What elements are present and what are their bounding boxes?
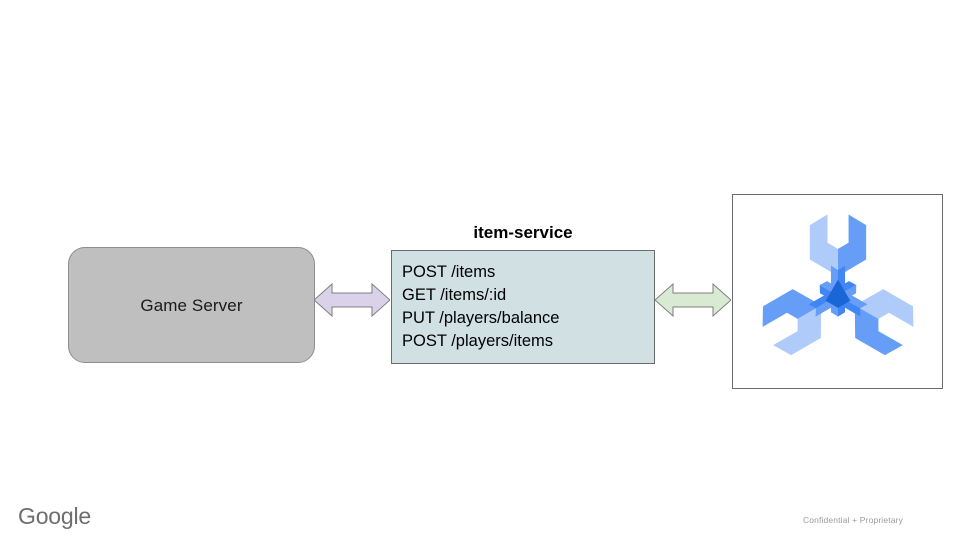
- google-wordmark: Google: [18, 503, 91, 529]
- endpoint-row: POST /items: [402, 263, 496, 281]
- datastore-logo-frame[interactable]: [732, 194, 943, 389]
- endpoint-row: PUT /players/balance: [402, 309, 560, 327]
- double-arrow-shape: [314, 282, 390, 318]
- connector-item-service-to-datastore[interactable]: [655, 281, 731, 319]
- item-service-node[interactable]: POST /items GET /items/:id PUT /players/…: [391, 250, 655, 364]
- game-server-node[interactable]: Game Server: [68, 247, 315, 363]
- isometric-wrench-logo: [762, 214, 913, 355]
- endpoint-row: GET /items/:id: [402, 286, 507, 304]
- double-arrow-shape: [655, 282, 731, 318]
- game-server-label: Game Server: [140, 295, 243, 315]
- confidentiality-notice: Confidential + Proprietary: [802, 514, 903, 525]
- connector-game-server-to-item-service[interactable]: [314, 281, 390, 319]
- item-service-title: item-service: [473, 223, 573, 242]
- endpoint-row: POST /players/items: [402, 332, 553, 350]
